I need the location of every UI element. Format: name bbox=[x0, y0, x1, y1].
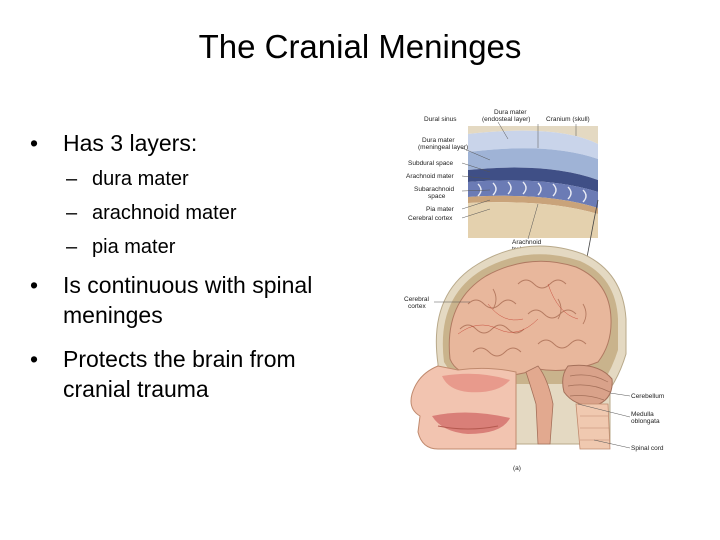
label-endosteal: (endosteal layer) bbox=[482, 116, 530, 123]
label-meningeal-layer: (meningeal layer) bbox=[418, 144, 468, 151]
pia-layer bbox=[468, 195, 598, 214]
label-panel-a: (a) bbox=[513, 465, 521, 472]
bullet-text: Protects the brain from cranial trauma bbox=[63, 346, 296, 402]
label-subarachnoid: Subarachnoid bbox=[414, 186, 454, 193]
label-cranium: Cranium (skull) bbox=[546, 116, 590, 123]
dura-layer bbox=[468, 148, 598, 180]
label-pia-mater: Pia mater bbox=[426, 206, 455, 213]
label-spinal-cord: Spinal cord bbox=[631, 445, 664, 452]
bullet-dot: • bbox=[30, 272, 39, 298]
label-cerebellum: Cerebellum bbox=[631, 393, 664, 400]
sub-bullet-text: dura mater bbox=[92, 168, 189, 190]
sub-bullet-text: pia mater bbox=[92, 236, 176, 258]
bullet-dot: • bbox=[30, 130, 39, 156]
bullet-dot: • bbox=[30, 346, 39, 372]
cranium-bone bbox=[468, 126, 598, 144]
label-arachnoid-trabeculae: Arachnoid bbox=[512, 239, 542, 246]
label-subarachnoid-space: space bbox=[428, 193, 446, 200]
slide-title: The Cranial Meninges bbox=[198, 28, 522, 65]
label-medulla-oblongata: oblongata bbox=[631, 418, 660, 425]
spinal-column bbox=[575, 403, 611, 450]
cortex-layer bbox=[468, 202, 598, 238]
sub-bullet-text: arachnoid mater bbox=[92, 202, 237, 224]
dural-sinus bbox=[468, 130, 598, 159]
label-cerebral-cortex-top: Cerebral cortex bbox=[408, 215, 453, 222]
nasal-cavity bbox=[442, 373, 510, 393]
label-arachnoid-mater: Arachnoid mater bbox=[406, 173, 455, 180]
meninges-inset: Dura mater (endosteal layer) Dural sinus… bbox=[406, 109, 598, 253]
label-subdural: Subdural space bbox=[408, 160, 454, 167]
brainstem bbox=[525, 365, 554, 445]
bullet-text: Has 3 layers: bbox=[63, 130, 198, 156]
label-dural-sinus: Dural sinus bbox=[424, 116, 457, 123]
subarachnoid-space bbox=[468, 180, 598, 208]
sub-bullet-dash: – bbox=[66, 202, 78, 224]
oral-cavity bbox=[432, 412, 510, 434]
bullet-text: Is continuous with spinal meninges bbox=[63, 272, 313, 328]
label-dura-mater: Dura mater bbox=[494, 109, 527, 116]
sub-bullet-dash: – bbox=[66, 236, 78, 258]
arachnoid-layer bbox=[468, 167, 598, 192]
label-medulla: Medulla bbox=[631, 411, 654, 418]
meninges-illustration: Dura mater (endosteal layer) Dural sinus… bbox=[404, 109, 664, 472]
label-dura-meningeal: Dura mater bbox=[422, 137, 455, 144]
sub-bullet-dash: – bbox=[66, 168, 78, 190]
head-section bbox=[410, 245, 627, 450]
label-cerebral-cortex: cortex bbox=[408, 303, 426, 310]
label-cerebral: Cerebral bbox=[404, 296, 429, 303]
